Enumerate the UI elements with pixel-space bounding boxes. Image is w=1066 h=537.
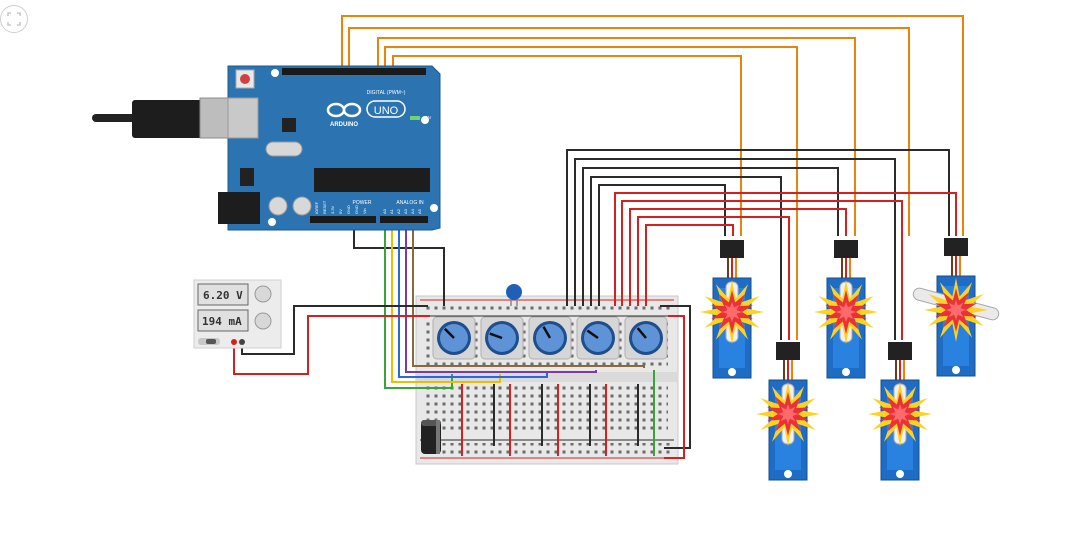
uno-label: UNO	[374, 105, 399, 117]
fit-to-view-icon	[7, 12, 21, 26]
overload-warning-icon	[700, 280, 764, 344]
wire-rail-gnd	[660, 305, 691, 449]
power-pin-label: GND	[354, 205, 359, 214]
wire-signal-2	[348, 27, 910, 236]
fit-to-view-button[interactable]	[0, 5, 28, 33]
arduino-logo	[326, 100, 406, 118]
servos[interactable]	[700, 238, 1000, 481]
analog-pin-label: A4	[410, 208, 415, 214]
power-pin-label: Vin	[362, 208, 367, 214]
wire-psu-pos	[233, 315, 430, 375]
wire-gnd-1	[566, 149, 950, 306]
wire-signal-3	[377, 37, 856, 236]
analog-pin-label: A0	[382, 208, 387, 214]
wire-gnd-5	[598, 184, 726, 306]
power-pin-label: 5V	[338, 209, 343, 214]
wire-pwr-2	[621, 200, 903, 340]
wire-pwr-5	[645, 224, 734, 306]
ceramic-capacitor[interactable]	[506, 284, 522, 306]
wire-a3	[405, 222, 597, 373]
overload-warning-icon	[756, 382, 820, 446]
digital-header	[282, 68, 426, 75]
power-header	[310, 216, 376, 223]
analog-header	[380, 216, 428, 223]
wire-pwr-3	[629, 208, 847, 306]
wire-gnd-4	[590, 176, 782, 340]
current-display	[197, 309, 249, 332]
voltage-knob[interactable]	[254, 285, 272, 303]
potentiometer[interactable]	[480, 316, 524, 360]
overload-warning-icon	[868, 382, 932, 446]
terminal-negative	[239, 339, 245, 345]
on-label: ON	[424, 115, 431, 120]
wire-gnd-2	[574, 158, 896, 340]
usb-cable	[92, 114, 136, 122]
wire-pwr-4	[637, 216, 790, 340]
voltage-display	[197, 283, 249, 306]
current-readout: 194 mA	[202, 315, 242, 328]
wire-a4	[412, 222, 645, 368]
servo-motor[interactable]	[700, 240, 764, 379]
analog-pin-label: A5	[417, 208, 422, 214]
electrolytic-capacitor[interactable]	[421, 420, 441, 454]
analog-pin-label: A1	[389, 208, 394, 214]
power-pin-label: GND	[346, 205, 351, 214]
wire-pwr-1	[614, 192, 957, 306]
wire-a2	[398, 222, 548, 378]
wire-rail-pwr	[664, 315, 685, 459]
potentiometer[interactable]	[432, 316, 476, 360]
digital-label: DIGITAL (PWM~)	[367, 90, 406, 96]
servo-motor[interactable]	[756, 342, 820, 481]
arduino-brand: ARDUINO	[330, 122, 358, 128]
arduino-uno[interactable]: UNO ARDUINO DIGITAL (PWM~) POWER ANALOG …	[92, 65, 441, 231]
potentiometer[interactable]	[528, 316, 572, 360]
power-pin-label: IOREF	[314, 201, 319, 214]
potentiometer[interactable]	[576, 316, 620, 360]
voltage-readout: 6.20 V	[203, 289, 243, 302]
power-label: POWER	[353, 200, 372, 206]
terminal-positive	[231, 339, 237, 345]
analog-label: ANALOG IN	[396, 200, 424, 206]
wire-signal-5	[392, 55, 742, 236]
power-supply[interactable]: 6.20 V 194 mA	[193, 279, 282, 349]
servo-motor[interactable]	[814, 240, 878, 379]
overload-warning-icon	[814, 280, 878, 344]
servo-motor[interactable]	[868, 342, 932, 481]
overload-warning-icon	[924, 278, 988, 342]
analog-pin-label: A3	[403, 208, 408, 214]
power-pin-label: RESET	[322, 200, 327, 214]
atmega-chip	[314, 168, 430, 192]
analog-pin-label: A2	[396, 208, 401, 214]
wires[interactable]	[233, 15, 964, 459]
wire-psu-neg	[241, 305, 428, 355]
servo-motor[interactable]	[912, 238, 1000, 377]
potentiometers[interactable]	[432, 316, 668, 360]
potentiometer[interactable]	[624, 316, 668, 360]
current-knob[interactable]	[254, 312, 272, 330]
wire-signal-1	[341, 15, 964, 236]
power-jack	[218, 192, 260, 224]
power-pin-label: 3.3V	[330, 205, 335, 214]
